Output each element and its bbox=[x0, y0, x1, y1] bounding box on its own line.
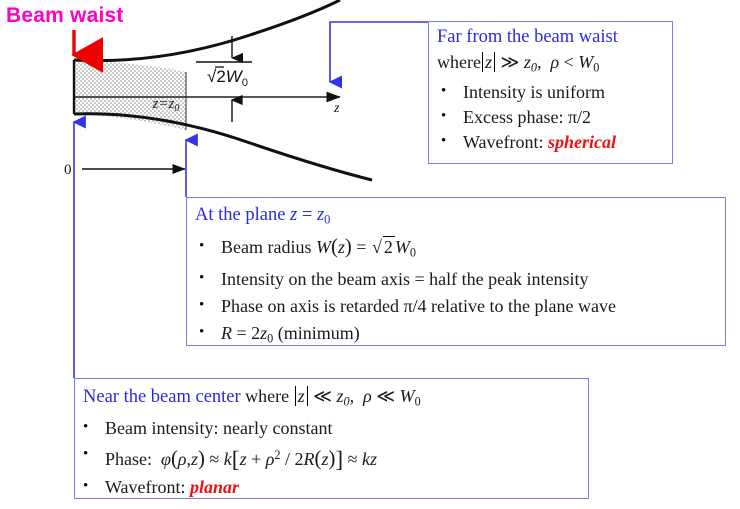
near-condition-tail: , ρ ≪ W0 bbox=[349, 386, 421, 409]
far-condition-mid: ≫ bbox=[500, 52, 520, 72]
connector-far-field-to-far-box bbox=[328, 21, 428, 89]
z-axis-label: z bbox=[333, 101, 340, 116]
near-condition-mid: ≪ bbox=[313, 386, 333, 406]
far-bullet-3-highlight: spherical bbox=[548, 132, 617, 153]
near-bullet-3: Wavefront: planar bbox=[83, 473, 588, 501]
near-bullet-1: Beam intensity: nearly constant bbox=[83, 414, 588, 442]
origin-label: 0 bbox=[64, 162, 72, 178]
far-bullet-1: Intensity is uniform bbox=[437, 79, 672, 105]
far-condition-z0: z0 bbox=[523, 52, 537, 75]
plane-box-title-prefix: At the plane bbox=[195, 205, 286, 225]
far-box-title: Far from the beam waist bbox=[437, 27, 618, 47]
plane-bullet-2: Intensity on the beam axis = half the pe… bbox=[195, 265, 725, 293]
z0-plane-info-box: At the plane z = z0 Beam radius W ( z ) … bbox=[186, 197, 726, 346]
near-bullet-2: Phase: ϕ(ρ,z) ≈ k[ z + ρ² / 2R(z) ] ≈ kz… bbox=[83, 441, 588, 473]
far-bullet-2-text: Excess phase: π/2 bbox=[463, 107, 592, 128]
near-condition-prefix: where bbox=[245, 386, 290, 406]
plane-box-bullet-list: Beam radius W ( z ) = √2W0 Beam radius W… bbox=[195, 233, 725, 353]
near-field-info-box: Near the beam center where z ≪ z0, ρ ≪ W… bbox=[74, 378, 589, 501]
near-condition-z0: z0 bbox=[336, 386, 350, 409]
svg-text:√2W0: √2W0 bbox=[207, 67, 248, 89]
beam-lower-envelope bbox=[73, 112, 373, 182]
near-box-heading: Near the beam center where z ≪ z0, ρ ≪ W… bbox=[83, 383, 588, 415]
beam-radius-label: √2W0 bbox=[207, 66, 248, 89]
plane-bullet-2-text: Intensity on the beam axis = half the pe… bbox=[221, 268, 589, 289]
plane-bullet-3: Phase on axis is retarded π/4 relative t… bbox=[195, 292, 725, 320]
plane-box-title: At the plane z = z0 bbox=[195, 205, 331, 227]
far-condition-abs: z bbox=[484, 52, 492, 72]
plane-box-title-eq: z bbox=[290, 205, 298, 225]
beam-waist-label: Beam waist bbox=[6, 4, 124, 27]
far-bullet-2: Excess phase: π/2 bbox=[437, 104, 672, 130]
near-box-title: Near the beam center bbox=[83, 387, 241, 407]
far-bullet-1-text: Intensity is uniform bbox=[463, 82, 605, 103]
z0-plane-label: z=z0 bbox=[152, 96, 180, 114]
near-condition-abs: z bbox=[297, 386, 305, 406]
beam-shaded-region bbox=[74, 60, 186, 130]
near-bullet-3-highlight: planar bbox=[190, 476, 240, 497]
near-bullet-3-text: Wavefront: bbox=[105, 476, 186, 497]
far-bullet-3-text: Wavefront: bbox=[463, 132, 544, 153]
plane-bullet-4: R = 2z0 (minimum) R = 2z0 (minimum) bbox=[195, 319, 725, 352]
beam-upper-envelope bbox=[73, 0, 341, 63]
far-condition-tail: , ρ < W0 bbox=[536, 52, 600, 75]
far-condition-prefix: where bbox=[437, 52, 481, 72]
plane-bullet-3-text: Phase on axis is retarded π/4 relative t… bbox=[221, 295, 616, 316]
far-box-bullet-list: Intensity is uniform Excess phase: π/2 W… bbox=[437, 79, 672, 155]
near-box-bullet-list: Beam intensity: nearly constant Phase: ϕ… bbox=[83, 414, 588, 501]
plane-bullet-1: Beam radius W ( z ) = √2W0 Beam radius W… bbox=[195, 233, 725, 266]
far-bullet-3: Wavefront: spherical bbox=[437, 129, 672, 155]
near-bullet-1-text: Beam intensity: nearly constant bbox=[105, 418, 333, 439]
